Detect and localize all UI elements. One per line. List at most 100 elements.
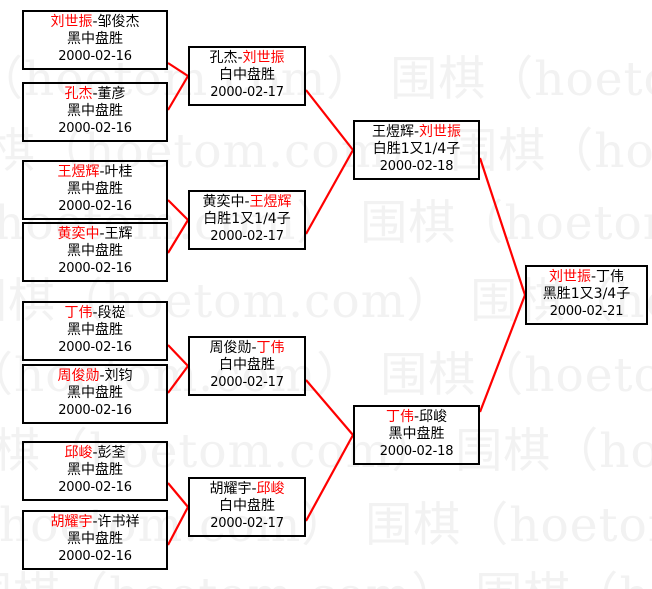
match-date: 2000-02-16 — [58, 548, 132, 564]
match-date: 2000-02-17 — [210, 84, 284, 100]
winner-name: 丁伟 — [256, 340, 285, 356]
match-date: 2000-02-16 — [58, 402, 132, 418]
match-date: 2000-02-17 — [210, 374, 284, 390]
match-players: 王煜辉-刘世振 — [355, 124, 478, 141]
match-players: 周俊勋-刘钧 — [24, 368, 166, 385]
loser-name: 许书祥 — [97, 514, 140, 530]
match-date: 2000-02-16 — [58, 120, 132, 136]
loser-name: 丁伟 — [596, 269, 625, 285]
match-players: 邱峻-彭荃 — [24, 445, 166, 462]
player-separator: - — [237, 50, 243, 66]
match-players: 黄奕中-王辉 — [24, 226, 166, 243]
loser-name: 刘钧 — [104, 368, 133, 384]
player-separator: - — [99, 368, 105, 384]
loser-name: 邱峻 — [419, 409, 448, 425]
match-date: 2000-02-17 — [210, 515, 284, 531]
loser-name: 彭荃 — [97, 445, 126, 461]
match-result: 黑中盘胜 — [67, 243, 123, 260]
winner-name: 邱峻 — [64, 445, 93, 461]
winner-name: 刘世振 — [242, 50, 285, 66]
loser-name: 邹俊杰 — [97, 14, 140, 30]
match-date: 2000-02-21 — [549, 303, 624, 319]
player-separator: - — [251, 340, 257, 356]
winner-name: 胡耀宇 — [50, 514, 93, 530]
match-result: 黑中盘胜 — [67, 322, 123, 339]
winner-name: 黄奕中 — [57, 226, 100, 242]
loser-name: 王煜辉 — [371, 124, 414, 140]
loser-name: 孔杰 — [209, 50, 238, 66]
match-result: 黑中盘胜 — [67, 462, 123, 479]
winner-name: 王煜辉 — [57, 164, 100, 180]
match-result: 黑中盘胜 — [67, 385, 123, 402]
match-players: 丁伟-段嵸 — [24, 305, 166, 322]
loser-name: 王辉 — [104, 226, 133, 242]
match-players: 王煜辉-叶桂 — [24, 164, 166, 181]
loser-name: 董彦 — [97, 86, 126, 102]
winner-name: 丁伟 — [385, 409, 414, 425]
player-separator: - — [413, 124, 420, 140]
match-players: 刘世振-丁伟 — [527, 269, 646, 286]
player-separator: - — [92, 14, 98, 30]
match-result: 黑中盘胜 — [67, 531, 123, 548]
player-separator: - — [92, 514, 98, 530]
match-date: 2000-02-18 — [379, 443, 454, 459]
match-players: 周俊勋-丁伟 — [190, 340, 304, 357]
player-separator: - — [99, 226, 105, 242]
winner-name: 邱峻 — [256, 481, 285, 497]
loser-name: 段嵸 — [97, 305, 126, 321]
player-separator: - — [92, 445, 98, 461]
winner-name: 刘世振 — [50, 14, 93, 30]
winner-name: 刘世振 — [419, 124, 462, 140]
player-separator: - — [92, 86, 98, 102]
match-date: 2000-02-18 — [379, 158, 454, 174]
match-result: 白中盘胜 — [219, 67, 275, 84]
match-players: 丁伟-邱峻 — [355, 409, 478, 426]
match-date: 2000-02-16 — [58, 339, 132, 355]
match-date: 2000-02-16 — [58, 260, 132, 276]
match-players: 黄奕中-王煜辉 — [190, 194, 304, 211]
loser-name: 黄奕中 — [202, 194, 245, 210]
player-separator: - — [244, 194, 250, 210]
match-result: 黑中盘胜 — [67, 181, 123, 198]
match-date: 2000-02-17 — [210, 228, 284, 244]
winner-name: 周俊勋 — [57, 368, 100, 384]
loser-name: 胡耀宇 — [209, 481, 252, 497]
match-players: 孔杰-刘世振 — [190, 50, 304, 67]
winner-name: 丁伟 — [64, 305, 93, 321]
match-result: 白中盘胜 — [219, 498, 275, 515]
match-players: 刘世振-邹俊杰 — [24, 14, 166, 31]
loser-name: 叶桂 — [104, 164, 133, 180]
match-result: 白胜1又1/4子 — [203, 211, 291, 228]
player-separator: - — [413, 409, 420, 425]
match-date: 2000-02-16 — [58, 48, 132, 64]
winner-name: 刘世振 — [548, 269, 591, 285]
match-date: 2000-02-16 — [58, 479, 132, 495]
match-players: 胡耀宇-许书祥 — [24, 514, 166, 531]
match-players: 孔杰-董彦 — [24, 86, 166, 103]
winner-name: 孔杰 — [64, 86, 93, 102]
match-result: 黑胜1又3/4子 — [542, 286, 631, 303]
player-separator: - — [99, 164, 105, 180]
player-separator: - — [251, 481, 257, 497]
loser-name: 周俊勋 — [209, 340, 252, 356]
match-date: 2000-02-16 — [58, 198, 132, 214]
match-players: 胡耀宇-邱峻 — [190, 481, 304, 498]
player-separator: - — [590, 269, 597, 285]
